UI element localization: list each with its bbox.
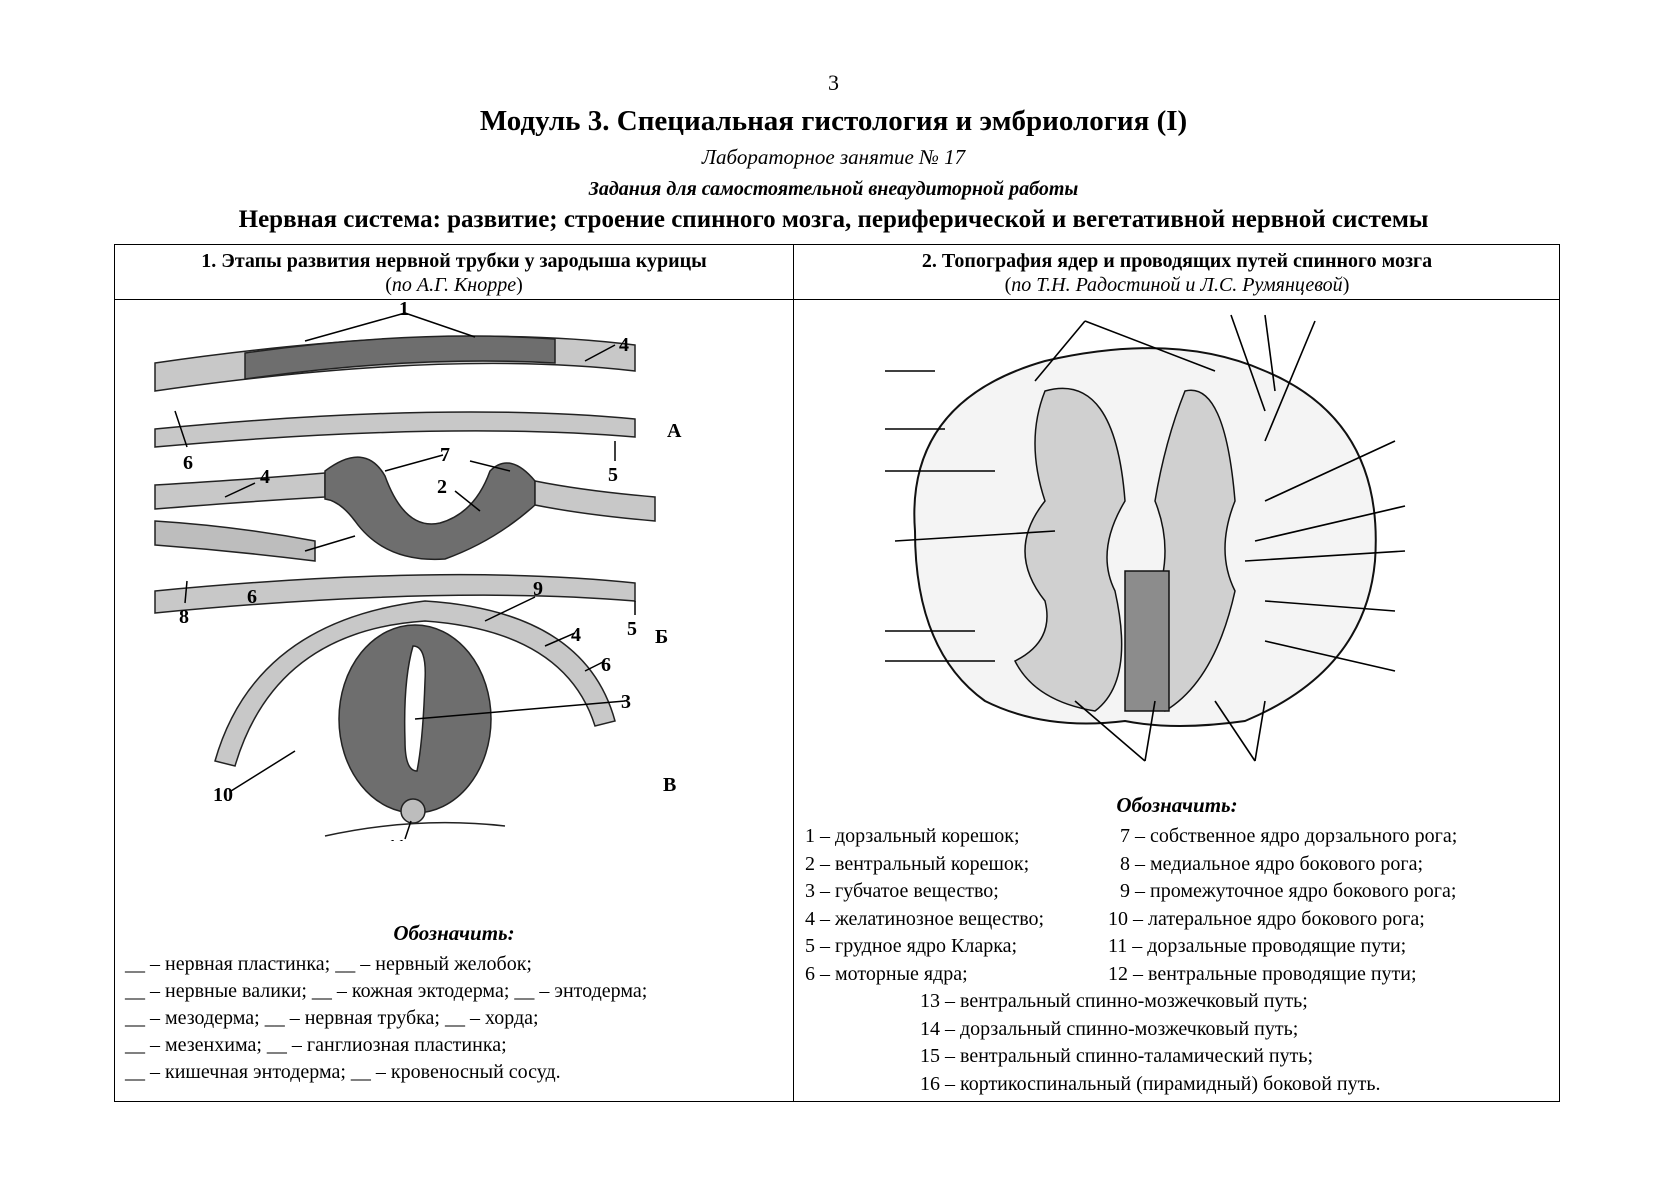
left-header: 1. Этапы развития нервной трубки у зарод… [115, 245, 793, 299]
stage-letter: Б [655, 626, 668, 648]
legend-row: 6 – моторные ядра;12 – вентральные прово… [805, 962, 1417, 985]
fig1-number: 6 [601, 654, 611, 676]
legend-line: 16 – кортикоспинальный (пирамидный) боко… [920, 1072, 1381, 1095]
fig1-number: 2 [437, 476, 447, 498]
fig1-number: 1 [399, 301, 409, 320]
left-legend-heading: Обозначить: [393, 921, 515, 945]
tasks-title: Задания для самостоятельной внеаудиторно… [588, 178, 1079, 200]
page-number: 3 [828, 70, 839, 95]
fig1-number: 12 [445, 839, 465, 841]
legend-line: 15 – вентральный спинно-таламический пут… [920, 1045, 1314, 1067]
header-divider [115, 299, 1559, 300]
right-header: 2. Топография ядер и проводящих путей сп… [793, 245, 1561, 299]
right-task-title: 2. Топография ядер и проводящих путей сп… [921, 250, 1433, 272]
right-legend: 1 – дорзальный корешок;7 – собственное я… [805, 823, 1458, 1098]
legend-line: __ – нервные валики; __ – кожная эктодер… [125, 980, 648, 1002]
stage-letter: А [667, 420, 682, 442]
fig1-number: 6 [183, 452, 193, 474]
legend-line: __ – нервная пластинка; __ – нервный жел… [125, 953, 532, 975]
task-table: 1. Этапы развития нервной трубки у зарод… [114, 244, 1560, 1102]
fig1-number: 8 [179, 606, 189, 628]
column-divider [793, 245, 794, 1101]
fig1-number: 7 [440, 444, 450, 466]
fig1-number: 3 [621, 691, 631, 713]
legend-line: __ – мезодерма; __ – нервная трубка; __ … [125, 1007, 539, 1029]
left-task-author: (по А.Г. Кнорре) [385, 274, 523, 296]
fig1-number: 5 [608, 464, 618, 486]
legend-row: 2 – вентральный корешок;8 – медиальное я… [805, 852, 1424, 875]
left-task-title: 1. Этапы развития нервной трубки у зарод… [201, 250, 707, 272]
right-task-author: (по Т.Н. Радостиной и Л.С. Румянцевой) [1004, 274, 1350, 296]
neural-tube-figure: 1 4 6 5 4 7 2 6 8 5 9 4 6 3 10 11 12 А Б… [154, 301, 682, 841]
legend-row: 3 – губчатое вещество;9 – промежуточное … [805, 880, 1457, 902]
legend-line: __ – мезенхима; __ – ганглиозная пластин… [125, 1034, 507, 1056]
stage-letter: В [663, 774, 676, 796]
fig1-number: 9 [533, 578, 543, 600]
fig1-number: 4 [260, 466, 270, 488]
legend-line: 13 – вентральный спинно-мозжечковый путь… [920, 990, 1308, 1012]
legend-row: 4 – желатинозное вещество;10 – латеральн… [805, 907, 1425, 930]
fig1-number: 10 [213, 784, 233, 806]
legend-row: 1 – дорзальный корешок;7 – собственное я… [805, 825, 1458, 847]
left-legend: __ – нервная пластинка; __ – нервный жел… [125, 951, 647, 1086]
fig1-number: 4 [619, 334, 629, 356]
fig1-number: 11 [387, 836, 406, 841]
fig1-number: 4 [571, 624, 581, 646]
lab-title: Лабораторное занятие № 17 [701, 145, 966, 169]
fig1-number: 6 [247, 586, 257, 608]
fig1-number: 5 [627, 618, 637, 640]
right-legend-heading: Обозначить: [1116, 793, 1238, 817]
legend-line: 14 – дорзальный спинно-мозжечковый путь; [920, 1017, 1299, 1040]
legend-line: __ – кишечная энтодерма; __ – кровеносны… [125, 1061, 561, 1083]
main-title: Нервная система: развитие; строение спин… [238, 206, 1429, 233]
legend-row: 5 – грудное ядро Кларка;11 – дорзальные … [805, 935, 1407, 957]
module-title: Модуль 3. Специальная гистология и эмбри… [479, 105, 1188, 137]
spinal-cord-figure [885, 314, 1406, 762]
